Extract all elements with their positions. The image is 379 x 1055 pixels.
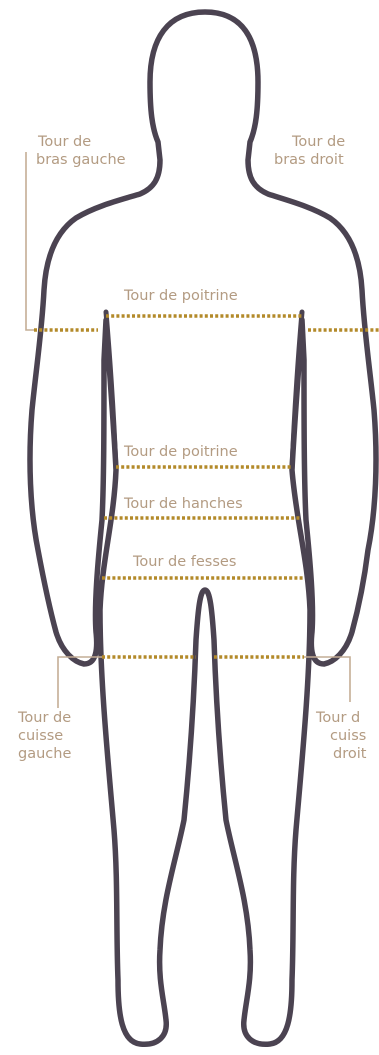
chest-label: Tour de poitrine — [123, 288, 238, 304]
left-thigh-label-line3: gauche — [18, 746, 71, 762]
right-thigh-label-line3: droit — [333, 746, 367, 762]
left-thigh-label-line1: Tour de — [17, 710, 71, 726]
right-thigh-label-line2: cuiss — [330, 728, 366, 744]
left-arm-leader — [26, 152, 34, 330]
buttocks-label: Tour de fesses — [132, 554, 236, 570]
under-chest-label: Tour de poitrine — [123, 444, 238, 460]
right-arm-label-line1: Tour de — [291, 134, 345, 150]
left-arm-label-line1: Tour de — [37, 134, 91, 150]
right-thigh-label-line1: Tour d — [315, 710, 360, 726]
left-thigh-label-line2: cuisse — [18, 728, 63, 744]
right-arm-label-line2: bras droit — [274, 152, 344, 168]
left-arm-label-line2: bras gauche — [36, 152, 126, 168]
hips-label: Tour de hanches — [123, 496, 243, 512]
